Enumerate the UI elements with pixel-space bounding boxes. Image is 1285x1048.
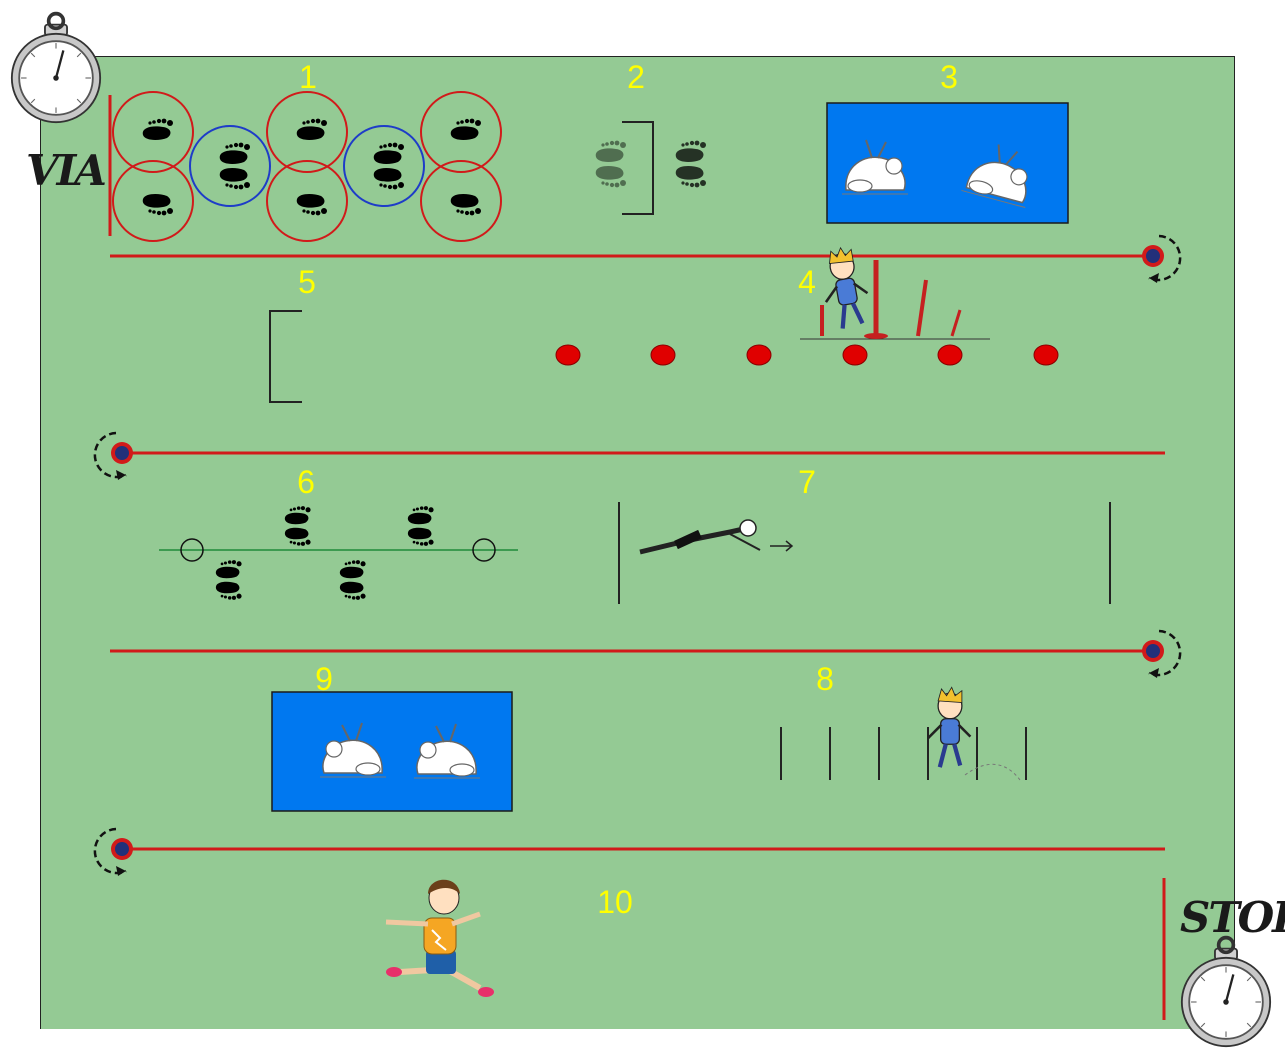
footprint-icon xyxy=(676,141,706,188)
station-number-4: 4 xyxy=(798,264,816,300)
station-number-8: 8 xyxy=(816,661,834,697)
station-number-3: 3 xyxy=(940,59,958,95)
station-9-mat xyxy=(272,692,512,811)
footprint-icon xyxy=(451,119,481,140)
footprint-icon xyxy=(408,506,434,546)
station-1-rings xyxy=(113,92,501,241)
stop-stopwatch-icon xyxy=(1182,938,1270,1047)
footprint-icon xyxy=(596,141,626,188)
footprint-icon xyxy=(374,143,404,190)
stop-label: STOP xyxy=(1180,893,1285,942)
turn-arrow-icon xyxy=(1142,631,1180,678)
station-5-bracket xyxy=(270,311,302,402)
footprint-icon xyxy=(216,560,242,600)
footprint-icon xyxy=(143,194,173,215)
footprint-icon xyxy=(285,506,311,546)
crawling-athlete-icon xyxy=(640,520,792,552)
station-3-mat xyxy=(827,103,1068,223)
turn-markers xyxy=(95,236,1180,876)
start-label: VIA xyxy=(26,146,105,195)
station-number-2: 2 xyxy=(627,59,645,95)
station-2-jump xyxy=(596,122,706,214)
station-number-10: 10 xyxy=(597,884,633,920)
station-4-cones xyxy=(556,345,1058,365)
footprint-icon xyxy=(220,143,250,190)
hurdle-runner-icon xyxy=(800,245,990,339)
turn-arrow-icon xyxy=(1142,236,1180,283)
footprint-icon xyxy=(297,119,327,140)
runner-icon xyxy=(386,880,494,997)
station-8-lines xyxy=(781,727,1026,780)
lane-lines xyxy=(110,256,1165,849)
start-stopwatch-icon xyxy=(12,14,100,123)
station-7-crawl xyxy=(619,502,1110,604)
footprint-icon xyxy=(451,194,481,215)
station-number-1: 1 xyxy=(299,59,317,95)
station-6-line xyxy=(159,506,518,600)
station-number-5: 5 xyxy=(298,264,316,300)
station-number-6: 6 xyxy=(297,464,315,500)
footprint-icon xyxy=(143,119,173,140)
turn-arrow-icon xyxy=(95,433,133,480)
turn-arrow-icon xyxy=(95,829,133,876)
footprint-icon xyxy=(340,560,366,600)
jumping-child-icon xyxy=(928,687,1020,780)
station-number-7: 7 xyxy=(798,464,816,500)
footprint-icon xyxy=(297,194,327,215)
